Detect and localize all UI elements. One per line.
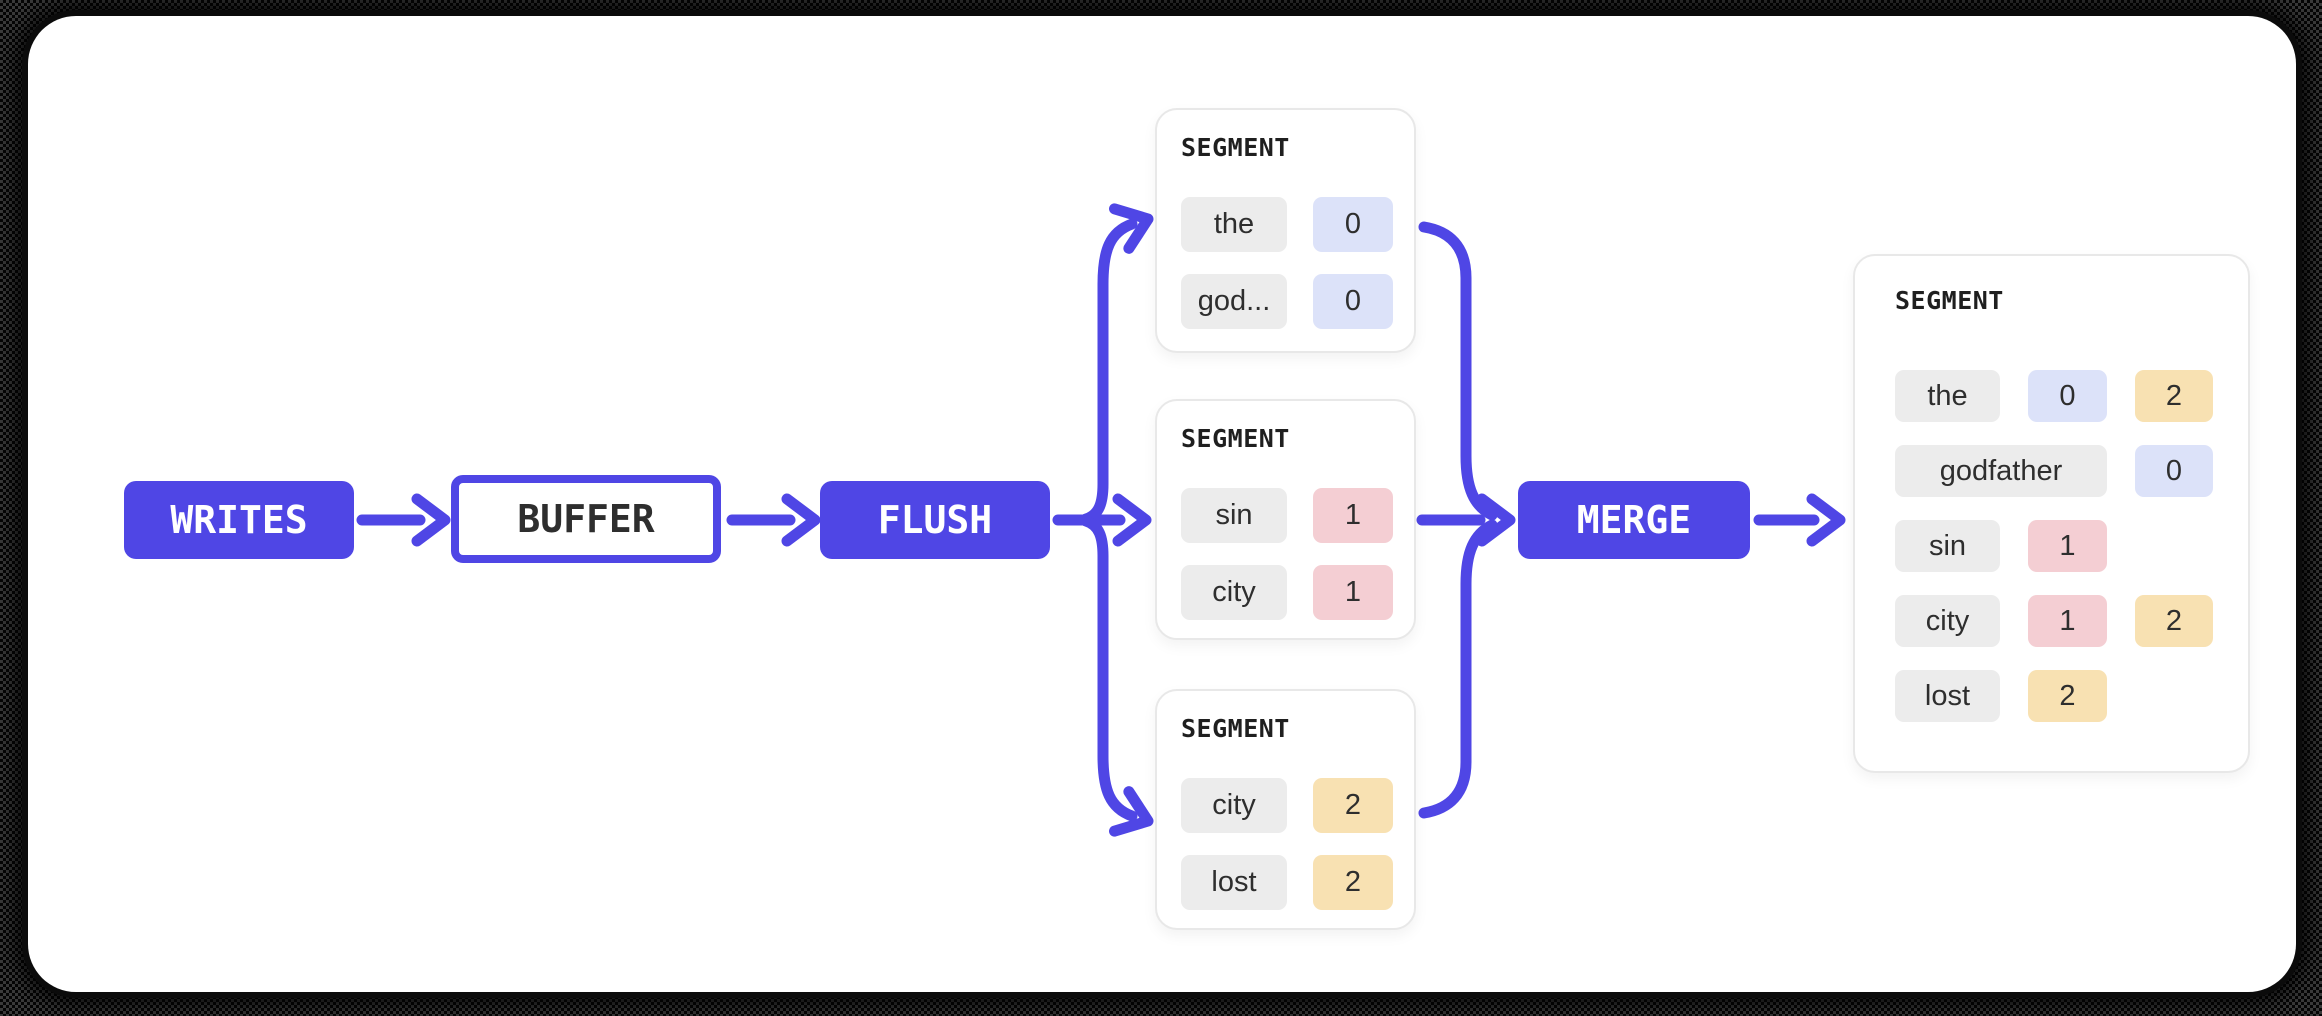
posting-row: the 0 2 [1895, 370, 2213, 422]
segment-title: SEGMENT [1181, 133, 1290, 162]
posting-row: sin 1 [1895, 520, 2208, 572]
buffer-node: BUFFER [451, 475, 721, 563]
doc-id-chip: 2 [1313, 855, 1393, 910]
merge-node: MERGE [1518, 481, 1750, 559]
segment-card-2: SEGMENT sin 1 city 1 [1155, 399, 1416, 640]
posting-row: godfather 0 [1895, 445, 2213, 497]
term-chip: sin [1895, 520, 2000, 572]
posting-rows: sin 1 city 1 [1181, 488, 1393, 620]
term-chip: city [1181, 778, 1287, 833]
merge-label: MERGE [1576, 498, 1692, 542]
doc-id-chip: 1 [1313, 565, 1393, 620]
writes-node: WRITES [124, 481, 354, 559]
posting-row: sin 1 [1181, 488, 1393, 543]
term-chip: city [1895, 595, 2000, 647]
posting-row: city 1 [1181, 565, 1393, 620]
doc-id-chip: 2 [2135, 595, 2213, 647]
term-chip: god... [1181, 274, 1287, 329]
doc-id-chip: 0 [2028, 370, 2107, 422]
term-chip: lost [1181, 855, 1287, 910]
arrow-flush-fanout [1052, 203, 1154, 837]
posting-row: the 0 [1181, 197, 1393, 252]
segment-card-1: SEGMENT the 0 god... 0 [1155, 108, 1416, 353]
doc-id-chip: 1 [1313, 488, 1393, 543]
arrow-segments-to-merge [1416, 221, 1516, 819]
posting-rows: the 0 god... 0 [1181, 197, 1393, 329]
flush-node: FLUSH [820, 481, 1050, 559]
buffer-label: BUFFER [517, 497, 655, 541]
doc-id-chip: 1 [2028, 595, 2107, 647]
segment-title: SEGMENT [1895, 286, 2004, 315]
posting-row: god... 0 [1181, 274, 1393, 329]
diagram-canvas: WRITES BUFFER FLUSH MERGE SEGMENT the 0 … [28, 16, 2296, 992]
arrow-writes-to-buffer [356, 493, 451, 547]
posting-rows: the 0 2 godfather 0 sin 1 city 1 2 [1895, 370, 2213, 722]
segment-title: SEGMENT [1181, 424, 1290, 453]
arrow-merge-to-segment [1753, 493, 1846, 547]
posting-row: lost 2 [1181, 855, 1393, 910]
arrow-buffer-to-flush [726, 493, 821, 547]
doc-id-chip: 1 [2028, 520, 2107, 572]
segment-title: SEGMENT [1181, 714, 1290, 743]
flush-label: FLUSH [877, 498, 993, 542]
term-chip: the [1895, 370, 2000, 422]
posting-row: city 1 2 [1895, 595, 2213, 647]
term-chip: sin [1181, 488, 1287, 543]
merged-segment-card: SEGMENT the 0 2 godfather 0 sin 1 city 1 [1853, 254, 2250, 773]
doc-id-chip: 0 [2135, 445, 2213, 497]
writes-label: WRITES [170, 498, 308, 542]
term-chip: the [1181, 197, 1287, 252]
posting-rows: city 2 lost 2 [1181, 778, 1393, 910]
doc-id-chip: 0 [1313, 197, 1393, 252]
doc-id-chip: 0 [1313, 274, 1393, 329]
doc-id-chip: 2 [2135, 370, 2213, 422]
term-chip: godfather [1895, 445, 2107, 497]
term-chip: city [1181, 565, 1287, 620]
posting-row: lost 2 [1895, 670, 2208, 722]
doc-id-chip: 2 [2028, 670, 2107, 722]
doc-id-chip: 2 [1313, 778, 1393, 833]
term-chip: lost [1895, 670, 2000, 722]
segment-card-3: SEGMENT city 2 lost 2 [1155, 689, 1416, 930]
posting-row: city 2 [1181, 778, 1393, 833]
